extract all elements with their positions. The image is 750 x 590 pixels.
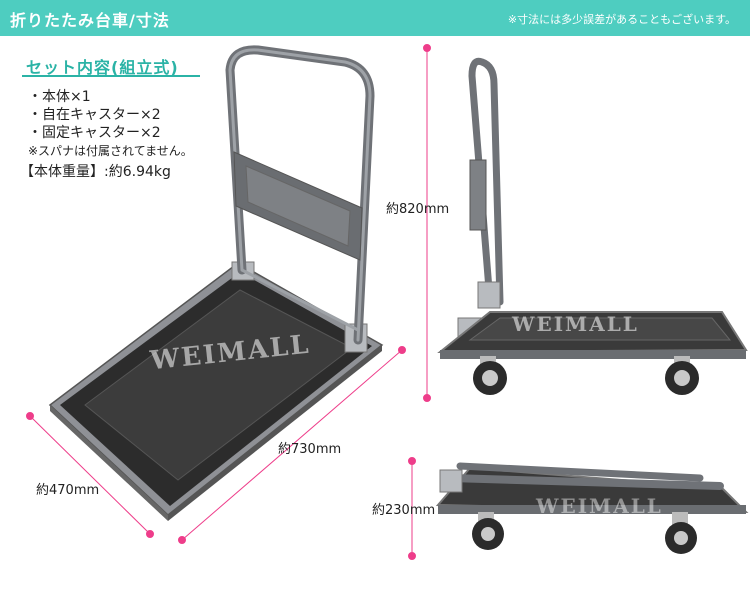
length-label: 約730mm xyxy=(278,442,342,457)
main-cart-image xyxy=(48,45,384,521)
dimension-line-folded-height xyxy=(408,457,416,560)
spanner-note: ※スパナは付属されてません。 xyxy=(28,144,193,158)
page-title: 折りたたみ台車/寸法 xyxy=(10,11,170,30)
contents-item-fixed-caster: ・固定キャスター×2 xyxy=(28,125,161,141)
folded-height-label: 約230mm xyxy=(372,503,436,518)
folded-cart-image xyxy=(435,462,749,554)
width-label: 約470mm xyxy=(36,483,100,498)
set-contents-title: セット内容(組立式) xyxy=(26,58,179,77)
height-label: 約820mm xyxy=(386,202,450,217)
contents-item-swivel-caster: ・自在キャスター×2 xyxy=(28,107,161,123)
dimension-lines-main xyxy=(26,346,406,544)
contents-item-body: ・本体×1 xyxy=(28,89,91,105)
watermark-folded: WEIMALL xyxy=(536,494,663,518)
header-bar: 折りたたみ台車/寸法 ※寸法には多少誤差があることもございます。 xyxy=(0,0,750,36)
tolerance-note: ※寸法には多少誤差があることもございます。 xyxy=(507,13,736,26)
dimension-line-height xyxy=(423,44,431,402)
side-view-cart-image xyxy=(437,57,748,395)
body-weight: 【本体重量】:約6.94kg xyxy=(20,164,171,180)
watermark-side: WEIMALL xyxy=(512,312,639,336)
